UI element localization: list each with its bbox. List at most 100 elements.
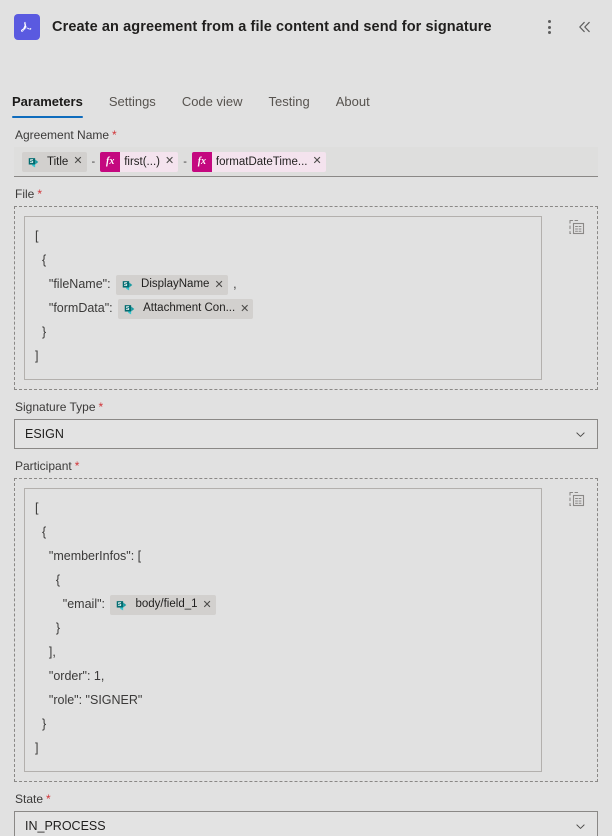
participant-editor-container: [ { "memberInfos": [ { "email": (14, 478, 598, 782)
file-editor-container: [ { "fileName": S Di (14, 206, 598, 390)
parameters-form: Agreement Name * S Title ✕ - fx fi (0, 128, 612, 836)
json-line: } (35, 321, 531, 345)
field-signature-type: Signature Type * ESIGN (14, 400, 598, 449)
kebab-glyph (547, 20, 551, 34)
field-participant: Participant * [ { "memberInfos": [ { "em… (14, 459, 598, 782)
json-text-after: , (229, 277, 237, 292)
json-line: [ (35, 497, 531, 521)
adobe-acrobat-icon (14, 14, 40, 40)
label-text: Participant (15, 459, 72, 473)
sharepoint-icon: S (119, 275, 137, 295)
sharepoint-icon: S (113, 595, 131, 615)
svg-text:S: S (30, 159, 34, 165)
json-text: ], (35, 645, 56, 660)
token-remove-icon[interactable]: ✕ (240, 302, 250, 315)
token-label: body/field_1 (135, 598, 198, 611)
token-label: first(...) (124, 155, 160, 168)
signature-type-value: ESIGN (25, 427, 64, 441)
token-separator: - (183, 155, 187, 168)
signature-type-dropdown[interactable]: ESIGN (14, 419, 598, 449)
token-formatdatetime-expression[interactable]: fx formatDateTime... ✕ (191, 151, 326, 172)
json-text: ] (35, 349, 39, 364)
json-text: "role": "SIGNER" (35, 693, 143, 708)
tab-settings[interactable]: Settings (108, 94, 156, 109)
svg-text:S: S (126, 306, 130, 312)
json-line: ] (35, 345, 531, 369)
label-file: File * (15, 187, 598, 201)
token-separator: - (91, 155, 96, 168)
state-value: IN_PROCESS (25, 819, 106, 833)
json-text: "order": 1, (35, 669, 105, 684)
label-agreement-name: Agreement Name * (15, 128, 598, 142)
json-line: [ (35, 225, 531, 249)
token-body-field-1[interactable]: S body/field_1 ✕ (110, 595, 216, 615)
json-text: { (35, 525, 47, 540)
more-options-icon[interactable] (538, 16, 560, 38)
collapse-panel-icon[interactable] (574, 16, 596, 38)
token-title[interactable]: S Title ✕ (22, 151, 87, 172)
json-text: { (35, 573, 61, 588)
expression-fx-icon: fx (191, 151, 212, 172)
label-state: State * (15, 792, 598, 806)
required-indicator: * (98, 400, 104, 414)
json-line: "fileName": S DisplayName ✕ (35, 273, 531, 297)
dynamic-content-icon[interactable] (565, 487, 589, 511)
label-signature-type: Signature Type * (15, 400, 598, 414)
token-displayname[interactable]: S DisplayName ✕ (116, 275, 228, 295)
agreement-name-input[interactable]: S Title ✕ - fx first(...) ✕ - fx formatD… (14, 147, 598, 177)
expression-fx-icon: fx (100, 151, 121, 172)
json-text: [ (35, 501, 39, 516)
required-indicator: * (37, 187, 43, 201)
json-line: ], (35, 641, 531, 665)
token-label: DisplayName (141, 278, 210, 291)
tab-code-view[interactable]: Code view (181, 94, 243, 109)
json-line: "order": 1, (35, 665, 531, 689)
token-remove-icon[interactable]: ✕ (73, 155, 83, 167)
json-text: "memberInfos": [ (35, 549, 142, 564)
field-file: File * [ { "fileName": (14, 187, 598, 390)
sharepoint-icon: S (25, 152, 43, 172)
json-line: { (35, 569, 531, 593)
json-text: "email": (35, 597, 109, 612)
chevron-down-icon[interactable] (574, 820, 587, 833)
json-line: } (35, 713, 531, 737)
field-agreement-name: Agreement Name * S Title ✕ - fx fi (14, 128, 598, 177)
label-participant: Participant * (15, 459, 598, 473)
json-line: "role": "SIGNER" (35, 689, 531, 713)
json-text: } (35, 325, 47, 340)
tab-testing[interactable]: Testing (268, 94, 310, 109)
token-remove-icon[interactable]: ✕ (214, 278, 224, 291)
json-text: ] (35, 741, 39, 756)
state-dropdown[interactable]: IN_PROCESS (14, 811, 598, 836)
file-json-editor[interactable]: [ { "fileName": S Di (24, 216, 542, 380)
header-actions (538, 16, 598, 38)
panel-header: Create an agreement from a file content … (0, 0, 612, 54)
json-line: "email": S body/field_1 ✕ (35, 593, 531, 617)
label-text: Signature Type (15, 400, 96, 414)
json-text: "formData": (35, 301, 117, 316)
tab-parameters[interactable]: Parameters (12, 95, 96, 118)
json-line: { (35, 521, 531, 545)
token-remove-icon[interactable]: ✕ (164, 155, 175, 167)
token-label: formatDateTime... (215, 155, 308, 168)
json-line: "memberInfos": [ (35, 545, 531, 569)
token-first-expression[interactable]: fx first(...) ✕ (100, 151, 179, 172)
token-attachment-content[interactable]: S Attachment Con... ✕ (118, 299, 254, 319)
chevron-down-icon[interactable] (574, 428, 587, 441)
json-line: "formData": S Attachment Con... ✕ (35, 297, 531, 321)
label-text: File (15, 187, 35, 201)
json-line: { (35, 249, 531, 273)
required-indicator: * (46, 792, 51, 806)
participant-json-editor[interactable]: [ { "memberInfos": [ { "email": (24, 488, 542, 772)
token-remove-icon[interactable]: ✕ (202, 598, 212, 611)
json-line: ] (35, 737, 531, 761)
dynamic-content-icon[interactable] (565, 215, 589, 239)
sharepoint-icon: S (121, 299, 139, 319)
tab-about[interactable]: About (335, 94, 370, 109)
required-indicator: * (74, 459, 80, 473)
required-indicator: * (112, 128, 117, 142)
page-title: Create an agreement from a file content … (52, 19, 492, 35)
json-text: { (35, 253, 47, 268)
token-remove-icon[interactable]: ✕ (312, 155, 322, 167)
token-label: Title (47, 155, 69, 168)
